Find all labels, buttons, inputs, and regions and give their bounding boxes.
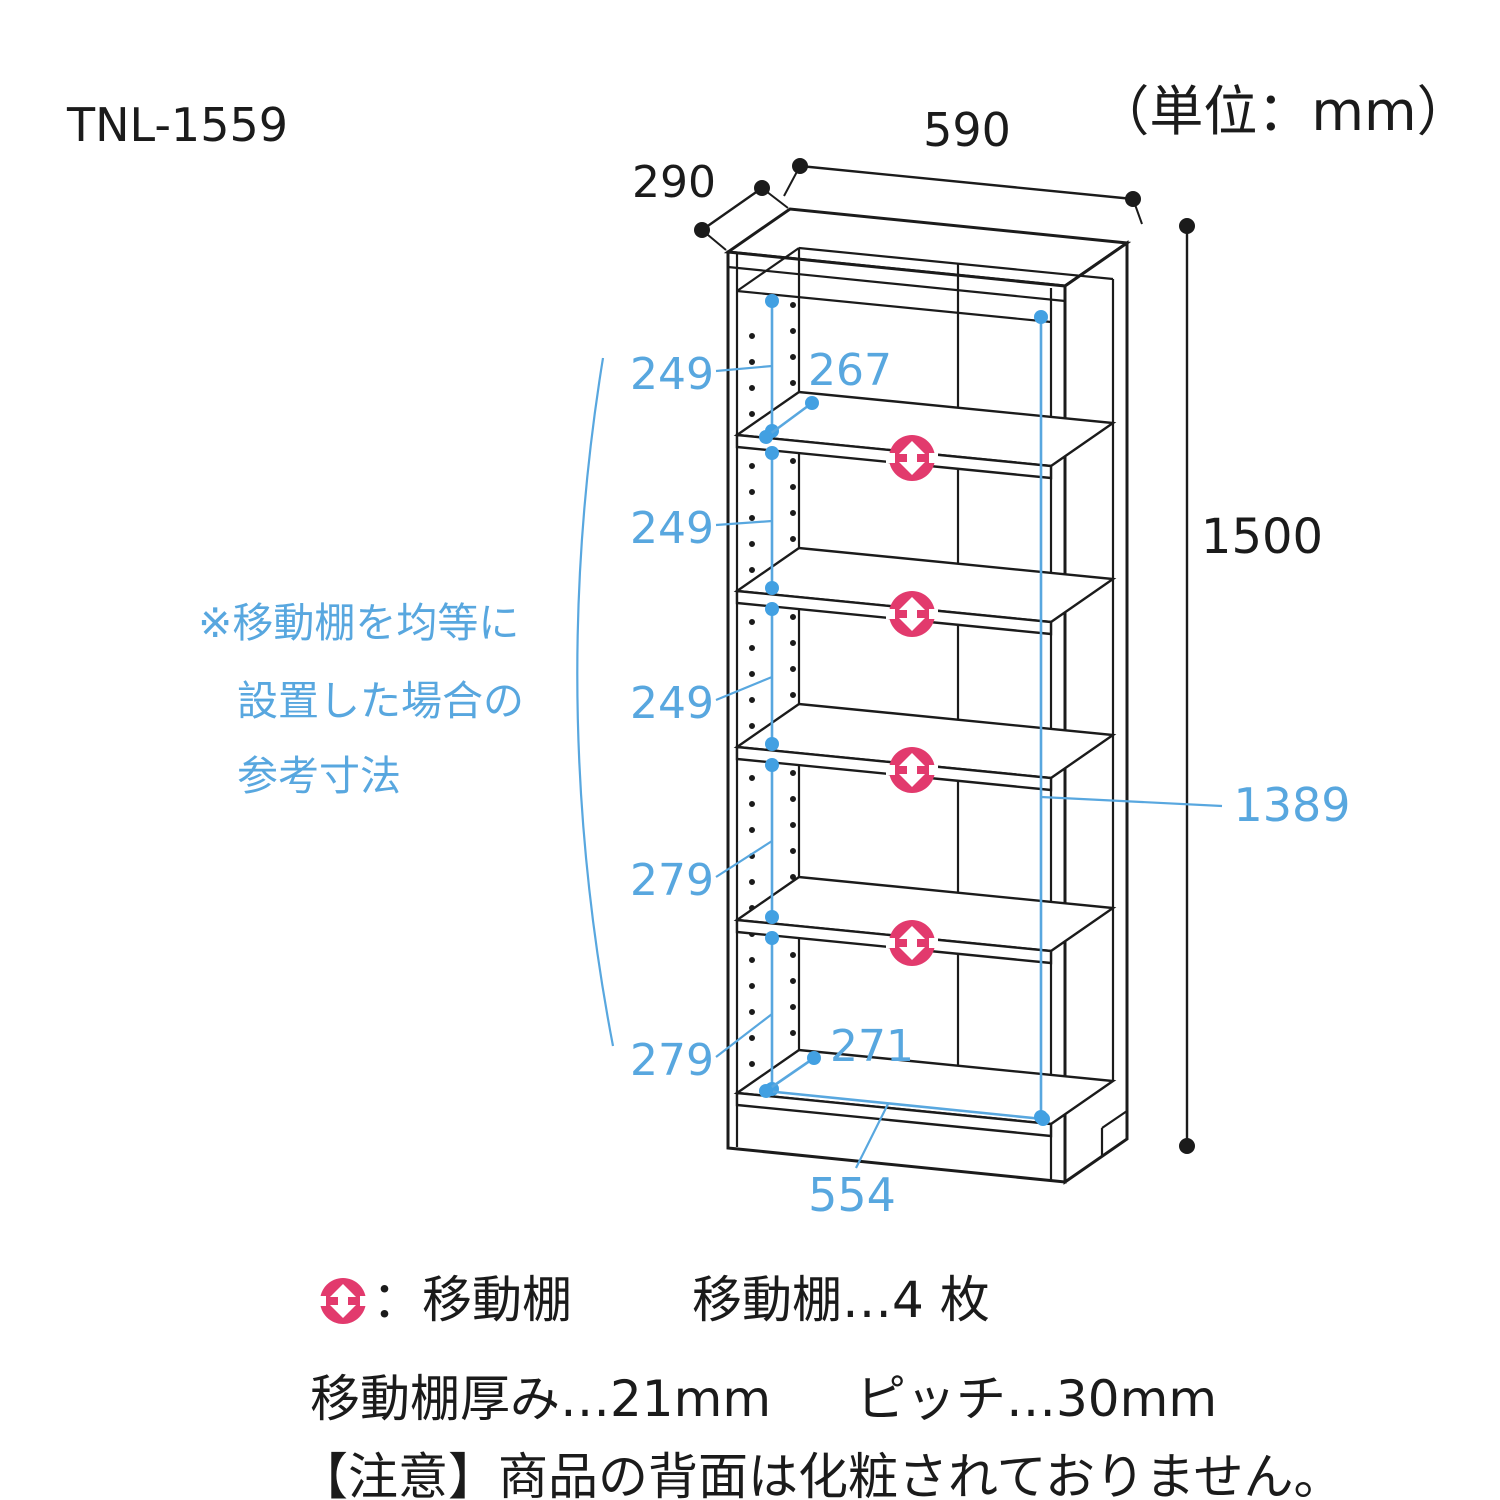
legend-caution: 【注意】商品の背面は化粧されておりません。: [298, 1448, 1344, 1500]
legend-shelf-count: 移動棚…4 枚: [692, 1271, 990, 1329]
legend-shelf-label: ：移動棚: [372, 1271, 572, 1329]
dim-depth-label: 290: [632, 157, 716, 208]
cabinet-right-face: [1063, 240, 1129, 1185]
opening-top-line: [736, 289, 1052, 324]
dim-gap2-label: 249: [630, 503, 714, 554]
base-notch-line2: [1101, 1110, 1128, 1129]
dim-dot: [1125, 191, 1141, 207]
dim-dot: [1179, 218, 1195, 234]
dim-height-label: 1500: [1201, 509, 1323, 565]
dim-line-width: [799, 164, 1134, 201]
dim-gap4-label: 279: [630, 855, 714, 906]
dim-dot: [754, 180, 770, 196]
cabinet-drawing: [723, 207, 1132, 1185]
movable-shelf-legend-icon: [317, 1278, 369, 1324]
dim-inner-height-label: 1389: [1233, 778, 1350, 832]
dim-top-shelf-depth-label: 267: [808, 345, 892, 396]
dim-gap1-label: 249: [630, 349, 714, 400]
dim-dot: [694, 222, 710, 238]
dim-width-label: 590: [923, 103, 1011, 157]
bottom-board: [733, 1048, 1117, 1138]
model-number-label: TNL-1559: [66, 98, 288, 152]
legend-pitch: ピッチ…30mm: [856, 1370, 1217, 1428]
left-wall-top-edge: [736, 247, 800, 292]
dim-bottom-depth-label: 271: [830, 1021, 914, 1072]
top-panel-edge-line: [727, 265, 1066, 303]
interior-dimensions: 249 249 249 279 279 267 271 554 1389: [630, 294, 1351, 1222]
note-line3: 参考寸法: [237, 752, 401, 800]
note-block: ※移動棚を均等に 設置した場合の 参考寸法: [198, 357, 615, 1047]
dim-gap5-label: 279: [630, 1035, 714, 1086]
dim-dot: [1179, 1138, 1195, 1154]
unit-label: （単位：mm）: [1095, 80, 1470, 143]
legend-block: ：移動棚 移動棚…4 枚 移動棚厚み…21mm ピッチ…30mm 【注意】商品の…: [298, 1271, 1344, 1500]
dim-line-depth: [701, 187, 763, 231]
note-line1: ※移動棚を均等に: [198, 599, 519, 647]
ceiling-back-edge: [798, 246, 1114, 281]
note-line2: 設置した場合の: [237, 677, 524, 725]
dim-bottom-width-label: 554: [808, 1168, 896, 1222]
note-brace-curve: [576, 357, 615, 1047]
dim-gap3-label: 249: [630, 678, 714, 729]
legend-thickness: 移動棚厚み…21mm: [310, 1370, 771, 1428]
outer-dimensions: 590 290 1500: [632, 103, 1323, 1154]
dim-dot: [792, 158, 808, 174]
